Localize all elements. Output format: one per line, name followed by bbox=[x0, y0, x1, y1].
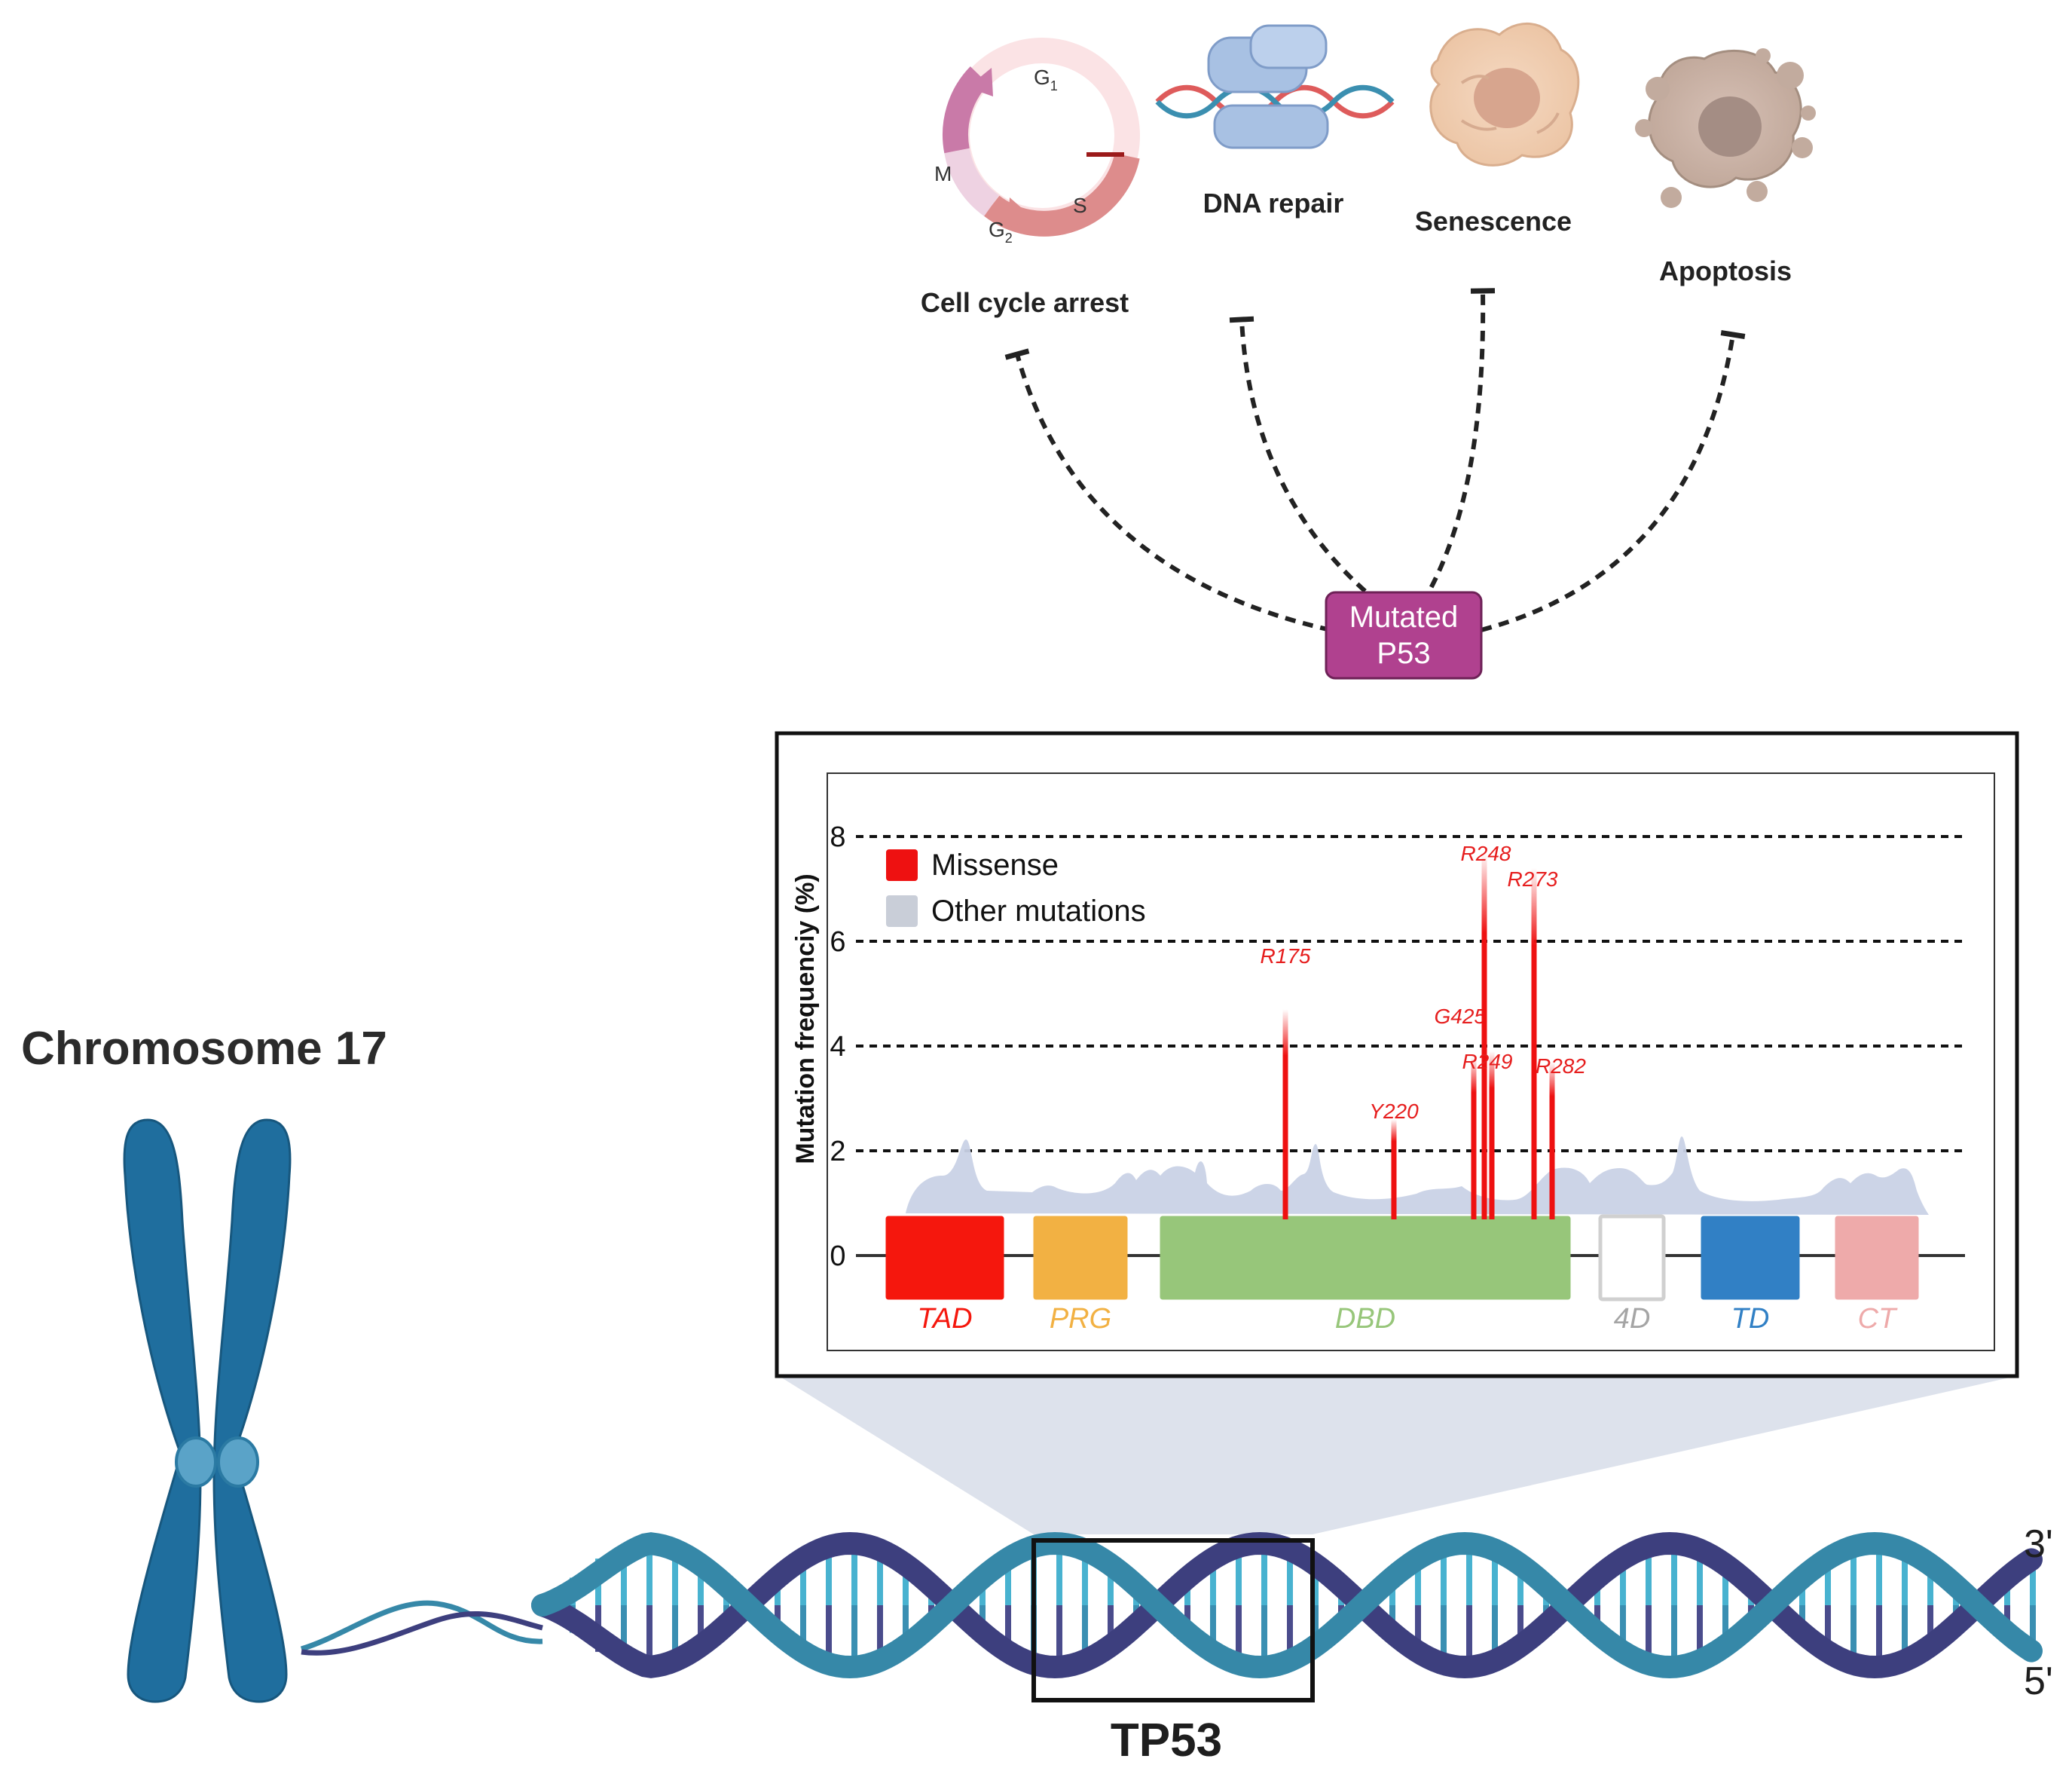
tp53-locus-box bbox=[1031, 1538, 1315, 1702]
legend-missense-label: Missense bbox=[931, 849, 1059, 882]
domain-td-box bbox=[1701, 1216, 1800, 1300]
senescence-cell-icon bbox=[1429, 22, 1580, 167]
label-y220: Y220 bbox=[1369, 1100, 1419, 1123]
legend-missense-swatch bbox=[886, 849, 918, 881]
label-g425: G425 bbox=[1435, 1005, 1487, 1028]
y-tick-8: 8 bbox=[830, 821, 845, 853]
chart-grid bbox=[856, 835, 1965, 1152]
helix-strand-light bbox=[531, 1531, 2043, 1679]
zoom-wedge bbox=[779, 1376, 2016, 1534]
strand-end-3prime: 3' bbox=[2024, 1522, 2053, 1566]
tp53-gene-label: TP53 bbox=[1111, 1714, 1222, 1766]
domain-prg-label: PRG bbox=[1050, 1303, 1111, 1335]
chromosome-17-icon bbox=[123, 1118, 292, 1703]
apoptosis-label: Apoptosis bbox=[1659, 255, 1792, 286]
y-tick-2: 2 bbox=[830, 1136, 845, 1167]
mutated-p53-line2: P53 bbox=[1377, 637, 1430, 670]
label-r282: R282 bbox=[1536, 1054, 1586, 1078]
mutated-p53-box: Mutated P53 bbox=[1325, 591, 1483, 680]
bar-g425 bbox=[1471, 1056, 1477, 1219]
label-r175: R175 bbox=[1261, 944, 1311, 968]
y-axis-title: Mutation frequenciy (%) bbox=[791, 873, 820, 1164]
y-tick-4: 4 bbox=[830, 1031, 845, 1063]
bar-r175 bbox=[1282, 1009, 1288, 1219]
domain-4d-label: 4D bbox=[1614, 1303, 1651, 1335]
strand-end-5prime: 5' bbox=[2024, 1659, 2053, 1703]
cell-cycle-icon: G1 S G2 M bbox=[934, 38, 1140, 246]
dna-helix bbox=[300, 1531, 2043, 1679]
protein-domains: TAD PRG DBD 4D TD CT bbox=[885, 1214, 1919, 1335]
chart-inner-frame bbox=[827, 772, 1995, 1351]
label-r249: R249 bbox=[1462, 1050, 1513, 1073]
phase-s-label: S bbox=[1073, 194, 1087, 217]
label-r248: R248 bbox=[1461, 842, 1511, 865]
dna-repair-label: DNA repair bbox=[1203, 188, 1344, 219]
chart-legend: Missense Other mutations bbox=[886, 849, 1146, 928]
chromosome-title: Chromosome 17 bbox=[21, 1023, 387, 1075]
phase-m-label: M bbox=[934, 162, 952, 185]
chart-y-ticks: 0 2 4 6 8 bbox=[830, 821, 845, 1272]
arrow-to-dna-repair bbox=[1229, 316, 1380, 605]
phase-g1-label: G1 bbox=[1034, 66, 1058, 93]
y-tick-6: 6 bbox=[830, 926, 845, 958]
apoptosis-cell-icon bbox=[1635, 48, 1816, 208]
domain-ct-label: CT bbox=[1858, 1303, 1898, 1335]
domain-tad-label: TAD bbox=[917, 1303, 972, 1335]
domain-dbd-box bbox=[1160, 1216, 1571, 1300]
legend-other-label: Other mutations bbox=[931, 895, 1146, 928]
arrow-to-cell-cycle bbox=[1004, 348, 1331, 632]
bar-r273 bbox=[1531, 867, 1537, 1219]
inhibition-arrows bbox=[1004, 288, 1746, 632]
domain-prg-box bbox=[1033, 1216, 1128, 1300]
legend-other-swatch bbox=[886, 895, 918, 927]
y-tick-0: 0 bbox=[830, 1240, 845, 1272]
senescence-label: Senescence bbox=[1415, 206, 1572, 237]
mutated-p53-line1: Mutated bbox=[1349, 601, 1459, 634]
bar-r282 bbox=[1549, 1061, 1555, 1219]
domain-dbd-label: DBD bbox=[1335, 1303, 1395, 1335]
domain-4d-box bbox=[1598, 1214, 1666, 1302]
domain-ct-box bbox=[1835, 1216, 1919, 1300]
other-mutations-area bbox=[906, 1136, 1929, 1215]
bar-y220 bbox=[1391, 1119, 1397, 1219]
arrow-to-apoptosis bbox=[1481, 330, 1746, 632]
bar-r248 bbox=[1481, 852, 1487, 1219]
dna-repair-icon bbox=[1155, 24, 1395, 149]
domain-td-label: TD bbox=[1731, 1303, 1770, 1335]
bar-r249 bbox=[1489, 1051, 1495, 1219]
cell-cycle-arrest-label: Cell cycle arrest bbox=[921, 287, 1129, 318]
arrow-to-senescence bbox=[1420, 288, 1496, 604]
phase-g2-label: G2 bbox=[989, 218, 1013, 246]
helix-strand-dark bbox=[531, 1531, 2043, 1679]
label-r273: R273 bbox=[1508, 867, 1558, 891]
domain-tad-box bbox=[885, 1216, 1004, 1300]
